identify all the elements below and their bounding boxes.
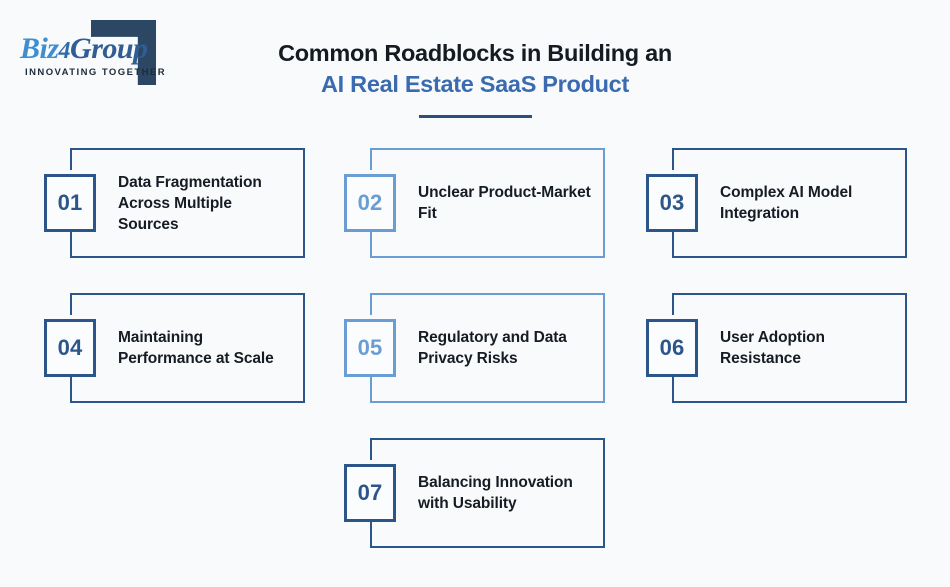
card-number-label: 02 — [357, 190, 383, 215]
card-number-label: 03 — [659, 190, 685, 215]
card-title: Data Fragmentation Across Multiple Sourc… — [118, 173, 262, 233]
logo-word-biz: Biz — [20, 32, 59, 65]
page-title-line-2: AI Real Estate SaaS Product — [321, 71, 629, 97]
logo-word-four: 4 — [58, 38, 71, 64]
card-number-label: 04 — [57, 335, 83, 360]
roadblock-card-06: 06 User Adoption Resistance — [646, 293, 907, 403]
card-title: Unclear Product-Market Fit — [418, 184, 591, 222]
roadblock-card-03: 03 Complex AI Model Integration — [646, 148, 907, 258]
card-text-area: User Adoption Resistance — [720, 293, 896, 403]
card-title: Maintaining Performance at Scale — [118, 329, 274, 367]
title-divider — [418, 115, 532, 118]
logo-tagline: INNOVATING TOGETHER — [25, 67, 167, 78]
page-title-line-1: Common Roadblocks in Building an — [278, 40, 672, 66]
card-number-box: 03 — [646, 174, 698, 232]
roadblock-card-04: 04 Maintaining Performance at Scale — [44, 293, 305, 403]
card-number-box: 05 — [344, 319, 396, 377]
roadblock-card-02: 02 Unclear Product-Market Fit — [344, 148, 605, 258]
roadblock-card-05: 05 Regulatory and Data Privacy Risks — [344, 293, 605, 403]
card-number-label: 01 — [57, 190, 83, 215]
card-number-label: 05 — [357, 335, 383, 360]
roadblock-card-01: 01 Data Fragmentation Across Multiple Sou… — [44, 148, 305, 258]
logo-word-group: Group — [70, 32, 148, 65]
card-text-area: Data Fragmentation Across Multiple Sourc… — [118, 148, 294, 258]
title-block: Common Roadblocks in Building an AI Real… — [255, 38, 695, 118]
logo-wordmark: Biz4Group — [20, 34, 165, 64]
card-number-box: 01 — [44, 174, 96, 232]
card-number-box: 07 — [344, 464, 396, 522]
card-number-box: 02 — [344, 174, 396, 232]
card-number-box: 04 — [44, 319, 96, 377]
card-text-area: Maintaining Performance at Scale — [118, 293, 294, 403]
card-text-area: Unclear Product-Market Fit — [418, 148, 594, 258]
roadblock-card-07: 07 Balancing Innovation with Usability — [344, 438, 605, 548]
card-number-box: 06 — [646, 319, 698, 377]
card-text-area: Regulatory and Data Privacy Risks — [418, 293, 594, 403]
card-number-label: 06 — [659, 335, 685, 360]
biz4group-logo: Biz4Group INNOVATING TOGETHER — [16, 16, 176, 94]
header: Biz4Group INNOVATING TOGETHER Common Roa… — [0, 0, 950, 140]
card-text-area: Balancing Innovation with Usability — [418, 438, 594, 548]
card-title: User Adoption Resistance — [720, 329, 825, 367]
card-text-area: Complex AI Model Integration — [720, 148, 896, 258]
card-number-label: 07 — [357, 480, 383, 505]
card-title: Complex AI Model Integration — [720, 184, 853, 222]
card-title: Balancing Innovation with Usability — [418, 474, 573, 512]
card-title: Regulatory and Data Privacy Risks — [418, 329, 567, 367]
